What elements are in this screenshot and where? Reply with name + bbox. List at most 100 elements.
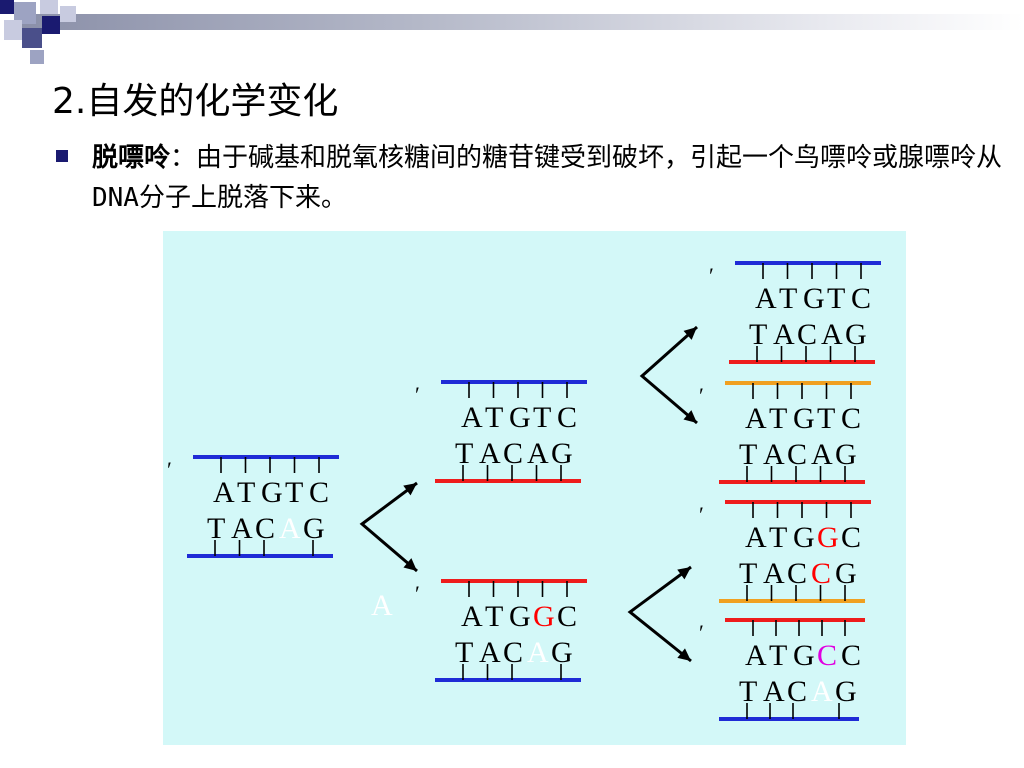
arrow-gen1 bbox=[359, 481, 418, 573]
header-gradient-bar bbox=[14, 14, 1024, 30]
base-bottom: C bbox=[787, 438, 807, 471]
base-bottom: G bbox=[835, 675, 857, 708]
base-top: A bbox=[755, 282, 777, 315]
base-top: G bbox=[509, 401, 531, 434]
base-top: A bbox=[745, 521, 767, 554]
arrow-gen1-head bbox=[403, 558, 417, 571]
base-bottom: T bbox=[455, 437, 473, 470]
base-top: T bbox=[827, 282, 845, 315]
base-top: A bbox=[213, 476, 235, 509]
base-top: T bbox=[769, 639, 787, 672]
base-bottom: C bbox=[787, 557, 807, 590]
base-top: A bbox=[461, 401, 483, 434]
base-top: G bbox=[817, 521, 839, 554]
deco-square bbox=[22, 28, 42, 48]
base-top: T bbox=[485, 401, 503, 434]
base-top: G bbox=[793, 639, 815, 672]
prime-mark: ′ bbox=[415, 581, 420, 606]
base-bottom: T bbox=[739, 438, 757, 471]
free-base-label: A bbox=[371, 589, 393, 622]
base-bottom: A bbox=[479, 437, 501, 470]
prime-mark: ′ bbox=[699, 620, 704, 645]
deco-square bbox=[14, 2, 36, 24]
base-top: C bbox=[841, 402, 861, 435]
base-top: C bbox=[841, 639, 861, 672]
base-bottom: C bbox=[787, 675, 807, 708]
prime-mark: ′ bbox=[167, 457, 172, 482]
bullet-square-icon bbox=[56, 150, 68, 162]
arrow-gen2-upper bbox=[639, 325, 698, 425]
base-bottom: A bbox=[279, 512, 301, 545]
base-bottom: A bbox=[527, 437, 549, 470]
base-bottom: A bbox=[763, 438, 785, 471]
base-top: G bbox=[261, 476, 283, 509]
base-top: G bbox=[803, 282, 825, 315]
base-top: G bbox=[793, 521, 815, 554]
arrow-gen2-lower bbox=[627, 565, 692, 663]
base-bottom: C bbox=[797, 318, 817, 351]
base-bottom: T bbox=[207, 512, 225, 545]
base-top: T bbox=[285, 476, 303, 509]
base-top: C bbox=[557, 401, 577, 434]
bullet-colon: ： bbox=[170, 143, 197, 173]
base-bottom: A bbox=[811, 438, 833, 471]
prime-mark: ′ bbox=[415, 382, 420, 407]
bullet-text: 脱嘌呤：由于碱基和脱氧核糖间的糖苷键受到破坏，引起一个鸟嘌呤或腺嘌呤从DNA分子… bbox=[92, 138, 1022, 218]
base-top: C bbox=[841, 521, 861, 554]
prime-mark: ′ bbox=[699, 502, 704, 527]
arrow-gen2-lower-head bbox=[677, 567, 691, 580]
base-bottom: A bbox=[821, 318, 843, 351]
base-bottom: G bbox=[835, 557, 857, 590]
base-bottom: C bbox=[255, 512, 275, 545]
base-top: C bbox=[309, 476, 329, 509]
base-top: C bbox=[851, 282, 871, 315]
base-bottom: T bbox=[749, 318, 767, 351]
base-bottom: G bbox=[835, 438, 857, 471]
base-bottom: G bbox=[551, 437, 573, 470]
base-top: T bbox=[817, 402, 835, 435]
base-top: T bbox=[485, 600, 503, 633]
base-bottom: A bbox=[527, 636, 549, 669]
arrow-gen1-head bbox=[403, 483, 417, 496]
base-top: G bbox=[509, 600, 531, 633]
arrow-gen2-lower-head bbox=[677, 648, 691, 661]
base-top: T bbox=[779, 282, 797, 315]
deco-square bbox=[60, 6, 76, 22]
base-bottom: G bbox=[303, 512, 325, 545]
base-bottom: C bbox=[503, 636, 523, 669]
base-bottom: C bbox=[503, 437, 523, 470]
base-top: G bbox=[793, 402, 815, 435]
base-top: G bbox=[533, 600, 555, 633]
base-bottom: T bbox=[739, 557, 757, 590]
deco-square bbox=[30, 50, 44, 64]
bullet-term: 脱嘌呤 bbox=[92, 143, 171, 173]
base-bottom: A bbox=[763, 557, 785, 590]
base-bottom: G bbox=[845, 318, 867, 351]
base-bottom: A bbox=[811, 675, 833, 708]
header-decoration bbox=[0, 0, 1024, 70]
base-bottom: T bbox=[455, 636, 473, 669]
base-top: T bbox=[533, 401, 551, 434]
deco-square bbox=[40, 0, 58, 14]
base-bottom: C bbox=[811, 557, 831, 590]
arrow-gen2-upper-head bbox=[683, 327, 697, 340]
arrow-gen2-upper-head bbox=[683, 410, 697, 423]
base-top: A bbox=[745, 402, 767, 435]
base-bottom: G bbox=[551, 636, 573, 669]
slide-title: 2.自发的化学变化 bbox=[52, 81, 339, 122]
prime-mark: ′ bbox=[699, 383, 704, 408]
base-top: A bbox=[461, 600, 483, 633]
base-top: T bbox=[237, 476, 255, 509]
deco-square bbox=[4, 20, 22, 40]
base-top: C bbox=[817, 639, 837, 672]
deco-square bbox=[42, 16, 60, 34]
base-bottom: T bbox=[739, 675, 757, 708]
deco-square bbox=[0, 0, 14, 14]
base-bottom: A bbox=[231, 512, 253, 545]
bullet-body: 由于碱基和脱氧核糖间的糖苷键受到破坏，引起一个鸟嘌呤或腺嘌呤从DNA分子上脱落下… bbox=[92, 143, 1003, 213]
base-top: C bbox=[557, 600, 577, 633]
base-bottom: A bbox=[773, 318, 795, 351]
base-top: T bbox=[769, 402, 787, 435]
